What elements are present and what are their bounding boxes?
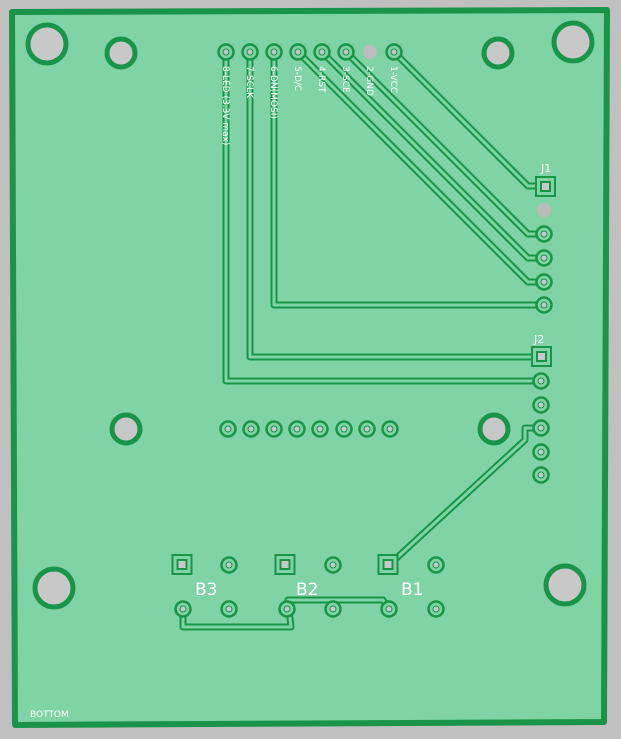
connector-j1: J1 bbox=[535, 162, 556, 197]
j2-pin bbox=[532, 466, 550, 484]
button-b1-label: B1 bbox=[401, 580, 423, 600]
middle-pad bbox=[381, 420, 399, 438]
lcd-header-pads bbox=[217, 43, 403, 61]
button-pad bbox=[324, 556, 342, 574]
mounting-hole bbox=[32, 566, 76, 610]
button-pad bbox=[380, 600, 398, 618]
j1-pin bbox=[535, 249, 553, 267]
mounting-hole bbox=[25, 22, 69, 66]
middle-pad bbox=[358, 420, 376, 438]
button-pad bbox=[174, 600, 192, 618]
middle-pad bbox=[219, 420, 237, 438]
middle-pad bbox=[311, 420, 329, 438]
j2-pin bbox=[532, 396, 550, 414]
header-pin-label: 6-DN(MOSI) bbox=[268, 66, 278, 119]
middle-pad bbox=[335, 420, 353, 438]
square-pad-hole bbox=[540, 181, 551, 192]
button-pad bbox=[324, 600, 342, 618]
j2-pin bbox=[532, 372, 550, 390]
j1-pin bbox=[535, 225, 553, 243]
button-pad bbox=[278, 600, 296, 618]
square-pad-hole bbox=[536, 351, 547, 362]
header-pin-label: 2-GND bbox=[364, 66, 374, 96]
header-pad bbox=[217, 43, 235, 61]
header-pin-label: 3-SCE bbox=[340, 66, 350, 93]
button-footprint bbox=[274, 554, 342, 618]
header-pad bbox=[385, 43, 403, 61]
j1-pin-gray bbox=[537, 203, 551, 217]
j2-pin bbox=[532, 419, 550, 437]
connector-j2-pins bbox=[532, 372, 550, 484]
header-pad bbox=[313, 43, 331, 61]
layer-label: BOTTOM bbox=[30, 710, 69, 720]
header-pin-label: 5-D/C bbox=[292, 66, 302, 91]
header-pad bbox=[337, 43, 355, 61]
mounting-holes bbox=[25, 20, 595, 610]
pcb-board-outline bbox=[9, 7, 610, 728]
j1-pin bbox=[535, 296, 553, 314]
header-pin-label: 1-VCC bbox=[388, 66, 398, 93]
button-footprint bbox=[171, 554, 238, 618]
connector-j1-pins bbox=[535, 203, 553, 314]
button-pad bbox=[220, 600, 238, 618]
header-pad bbox=[289, 43, 307, 61]
mounting-hole bbox=[104, 36, 138, 70]
middle-pad bbox=[242, 420, 260, 438]
connector-j2-label: J2 bbox=[533, 333, 544, 346]
header-pin-label: 7-SCLK bbox=[244, 66, 254, 99]
mounting-hole bbox=[109, 412, 143, 446]
button-footprints bbox=[171, 554, 445, 618]
middle-pad-row bbox=[219, 420, 399, 438]
button-b2-label: B2 bbox=[296, 580, 318, 600]
mounting-hole bbox=[477, 412, 511, 446]
j1-pin bbox=[535, 273, 553, 291]
middle-pad bbox=[265, 420, 283, 438]
mounting-hole bbox=[543, 563, 587, 607]
header-pad bbox=[241, 43, 259, 61]
button-footprint bbox=[377, 554, 445, 618]
lcd-header-labels: 8-LED (3.3V max) 7-SCLK 6-DN(MOSI) 5-D/C 4-R… bbox=[220, 66, 398, 145]
copper-traces bbox=[179, 48, 550, 631]
header-pin-label: 8-LED (3.3V max) bbox=[220, 66, 230, 145]
button-b3-label: B3 bbox=[195, 580, 217, 600]
mounting-hole bbox=[481, 36, 515, 70]
header-pad-gnd bbox=[363, 45, 377, 59]
connector-j2: J2 bbox=[531, 333, 552, 367]
button-pad bbox=[427, 600, 445, 618]
connector-j1-label: J1 bbox=[540, 162, 551, 175]
header-pad bbox=[265, 43, 283, 61]
mounting-hole bbox=[551, 20, 595, 64]
button-pad bbox=[427, 556, 445, 574]
j2-pin bbox=[532, 443, 550, 461]
button-pad bbox=[220, 556, 238, 574]
middle-pad bbox=[288, 420, 306, 438]
header-pin-label: 4-RST bbox=[316, 66, 326, 93]
